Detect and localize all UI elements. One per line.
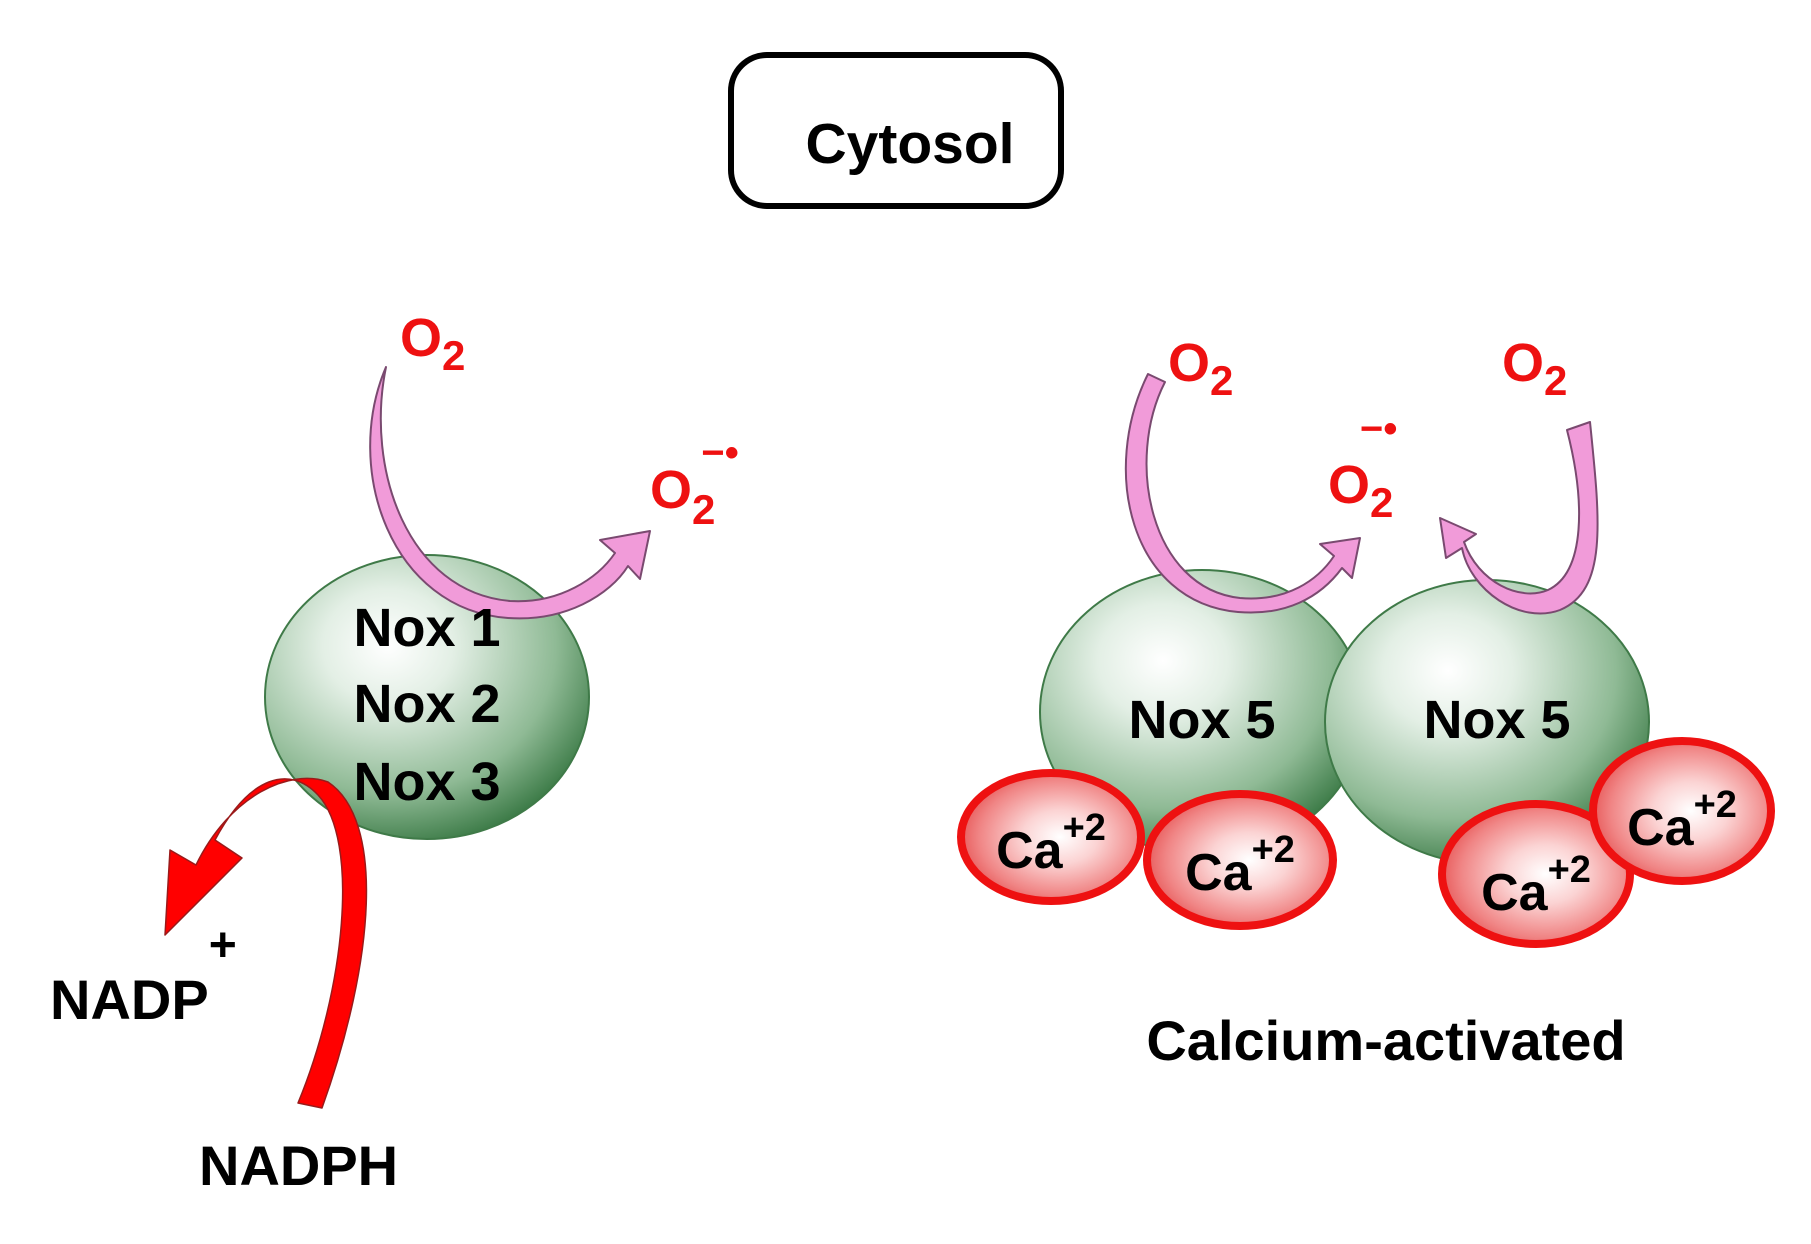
calcium-ion-2: Ca+2 <box>1143 790 1337 930</box>
calcium-ion-4: Ca+2 <box>1589 737 1775 885</box>
cytosol-text: Cytosol <box>805 112 1014 176</box>
cytosol-label: Cytosol <box>728 52 1064 209</box>
calcium-ion-1: Ca+2 <box>957 769 1145 905</box>
svg-text:Ca+2: Ca+2 <box>996 807 1106 880</box>
nadph-label: NADPH <box>199 1134 398 1197</box>
nadp-label: NADP+ <box>50 919 237 1031</box>
calcium-activated-caption: Calcium-activated <box>1146 1009 1625 1072</box>
enzyme-label-nox5-left: Nox 5 <box>1128 690 1275 750</box>
o2-substrate-left: O2 <box>400 308 465 379</box>
nadph-to-nadp-arrow <box>164 777 368 1109</box>
enzyme-label-nox3: Nox 3 <box>353 752 500 812</box>
o2-right-to-superoxide-arrow <box>1439 421 1599 615</box>
o2-substrate-right-a: O2 <box>1168 333 1233 404</box>
enzyme-label-nox2: Nox 2 <box>353 674 500 734</box>
svg-text:Ca+2: Ca+2 <box>1185 829 1295 902</box>
superoxide-product-right: O2−• <box>1328 407 1397 526</box>
o2-to-superoxide-arrow <box>369 366 651 620</box>
svg-text:Ca+2: Ca+2 <box>1481 849 1591 922</box>
left-complex: Nox 1 Nox 2 Nox 3 O2 O2−• NADP+ NADPH <box>50 308 739 1197</box>
svg-text:Ca+2: Ca+2 <box>1627 784 1737 857</box>
enzyme-label-nox1: Nox 1 <box>353 598 500 658</box>
superoxide-product-left: O2−• <box>650 431 739 533</box>
nox123-sphere <box>264 554 590 840</box>
calcium-ion-3: Ca+2 <box>1438 800 1634 948</box>
o2-left-to-superoxide-arrow <box>1124 373 1361 614</box>
enzyme-label-nox5-right: Nox 5 <box>1423 690 1570 750</box>
o2-substrate-right-b: O2 <box>1502 333 1567 404</box>
right-complex: Nox 5 Nox 5 O2 O2 O2−• Ca+2 Ca+2 Ca+2 Ca… <box>957 333 1775 1072</box>
cytosol-box <box>728 52 1064 209</box>
